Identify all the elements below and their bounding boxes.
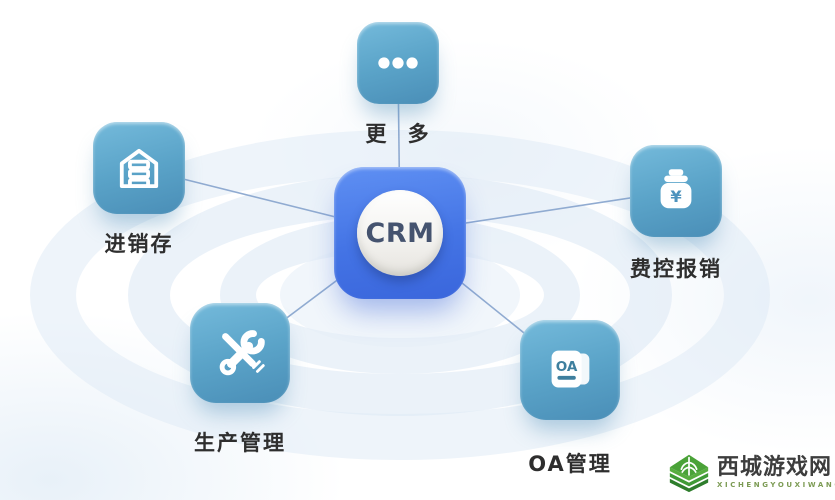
money-jar-icon: ¥ [660,169,692,209]
watermark-title: 西城游戏网 [717,455,833,480]
node-label-inventory: 进销存 [104,232,174,256]
node-inventory: 进销存 [93,122,185,256]
node-more: 更 多 [357,22,439,146]
node-crm: CRM [334,167,466,299]
node-label-expense: 费控报销 [630,257,722,281]
node-oa: OA OA管理 [520,320,620,476]
node-production: 生产管理 [190,303,290,455]
tools-icon [219,330,265,376]
watermark-logo-icon [669,454,709,493]
node-label-oa: OA管理 [528,452,612,476]
oa-tile: OA [520,320,620,420]
inventory-tile [93,122,185,214]
more-tile [357,22,439,104]
yen-glyph: ¥ [670,187,682,206]
crm-tile: CRM [334,167,466,299]
node-label-more: 更 多 [365,122,431,146]
watermark: 西城游戏网 XICHENGYOUXIWANG [666,450,835,496]
node-expense: ¥ 费控报销 [630,145,722,281]
book-icon: OA [551,350,590,388]
watermark-text: 西城游戏网 XICHENGYOUXIWANG [717,457,835,489]
node-label-production: 生产管理 [194,431,286,455]
crm-label: CRM [365,217,435,249]
ellipsis-icon [378,57,418,69]
warehouse-icon [119,148,159,189]
production-tile [190,303,290,403]
expense-tile: ¥ [630,145,722,237]
crm-badge: CRM [357,190,443,276]
oa-glyph: OA [556,359,578,375]
watermark-subtitle: XICHENGYOUXIWANG [717,481,835,489]
